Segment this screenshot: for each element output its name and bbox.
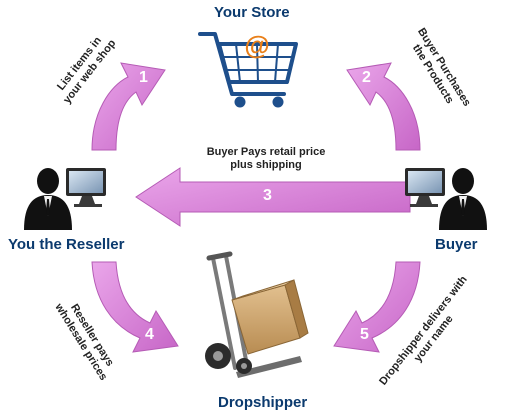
step-4-number: 4 [145, 326, 154, 343]
reseller-label: You the Reseller [8, 236, 125, 253]
buyer-label: Buyer [435, 236, 478, 253]
dropshipper-label: Dropshipper [218, 394, 308, 411]
shopping-cart-at-icon: @ [198, 30, 298, 108]
arrow-step-1 [91, 62, 166, 151]
arrow-step-4 [91, 261, 179, 353]
arrow-step-3 [135, 167, 411, 227]
step-3-number: 3 [263, 187, 272, 204]
arrow-step-5 [333, 261, 421, 353]
store-label: Your Store [214, 4, 290, 21]
at-sign-icon: @ [244, 30, 269, 60]
step-1-number: 1 [139, 69, 148, 86]
arrow-step-2 [346, 62, 421, 151]
hand-truck-box-icon [205, 251, 309, 378]
reseller-person-at-computer-icon [24, 168, 106, 230]
step-5-number: 5 [360, 326, 369, 343]
buyer-person-at-computer-icon [405, 168, 487, 230]
step-2-number: 2 [362, 69, 371, 86]
